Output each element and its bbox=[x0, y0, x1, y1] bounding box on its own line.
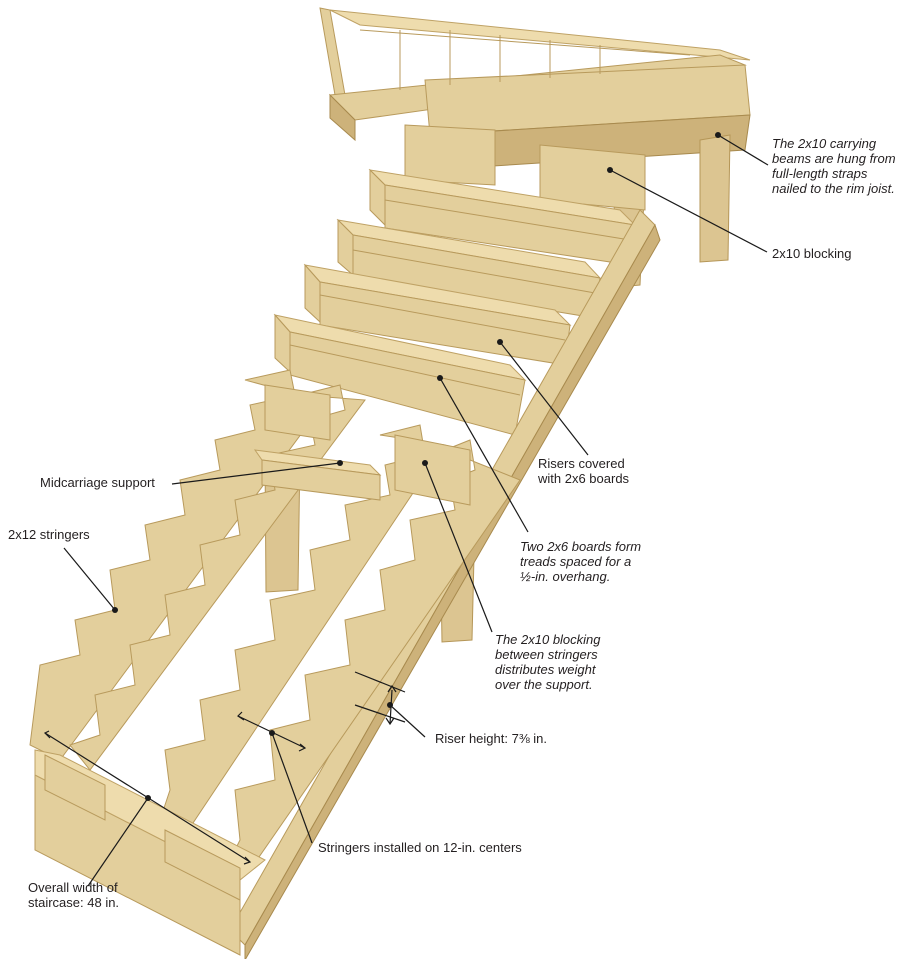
lower-blocking bbox=[264, 384, 471, 506]
label-blocking-between: The 2x10 blocking between stringers dist… bbox=[495, 632, 601, 692]
bottom-kickers bbox=[34, 749, 266, 956]
label-treads: Two 2x6 boards form treads spaced for a … bbox=[520, 539, 642, 584]
label-midcarriage: Midcarriage support bbox=[40, 475, 155, 490]
deck-framing bbox=[319, 7, 751, 171]
label-risers: Risers covered with 2x6 boards bbox=[538, 456, 630, 486]
treads bbox=[273, 168, 637, 436]
label-blocking-top: 2x10 blocking bbox=[772, 246, 852, 261]
label-carrying-beams: The 2x10 carrying beams are hung from fu… bbox=[772, 136, 896, 196]
midcarriage-beam bbox=[253, 449, 382, 501]
label-overall-width: Overall width of staircase: 48 in. bbox=[28, 880, 120, 910]
label-riser-height: Riser height: 7⅜ in. bbox=[435, 731, 548, 746]
leaders bbox=[43, 132, 769, 887]
label-stringers: 2x12 stringers bbox=[8, 527, 90, 542]
label-centers: Stringers installed on 12-in. centers bbox=[318, 840, 522, 855]
top-blocking bbox=[404, 124, 646, 211]
